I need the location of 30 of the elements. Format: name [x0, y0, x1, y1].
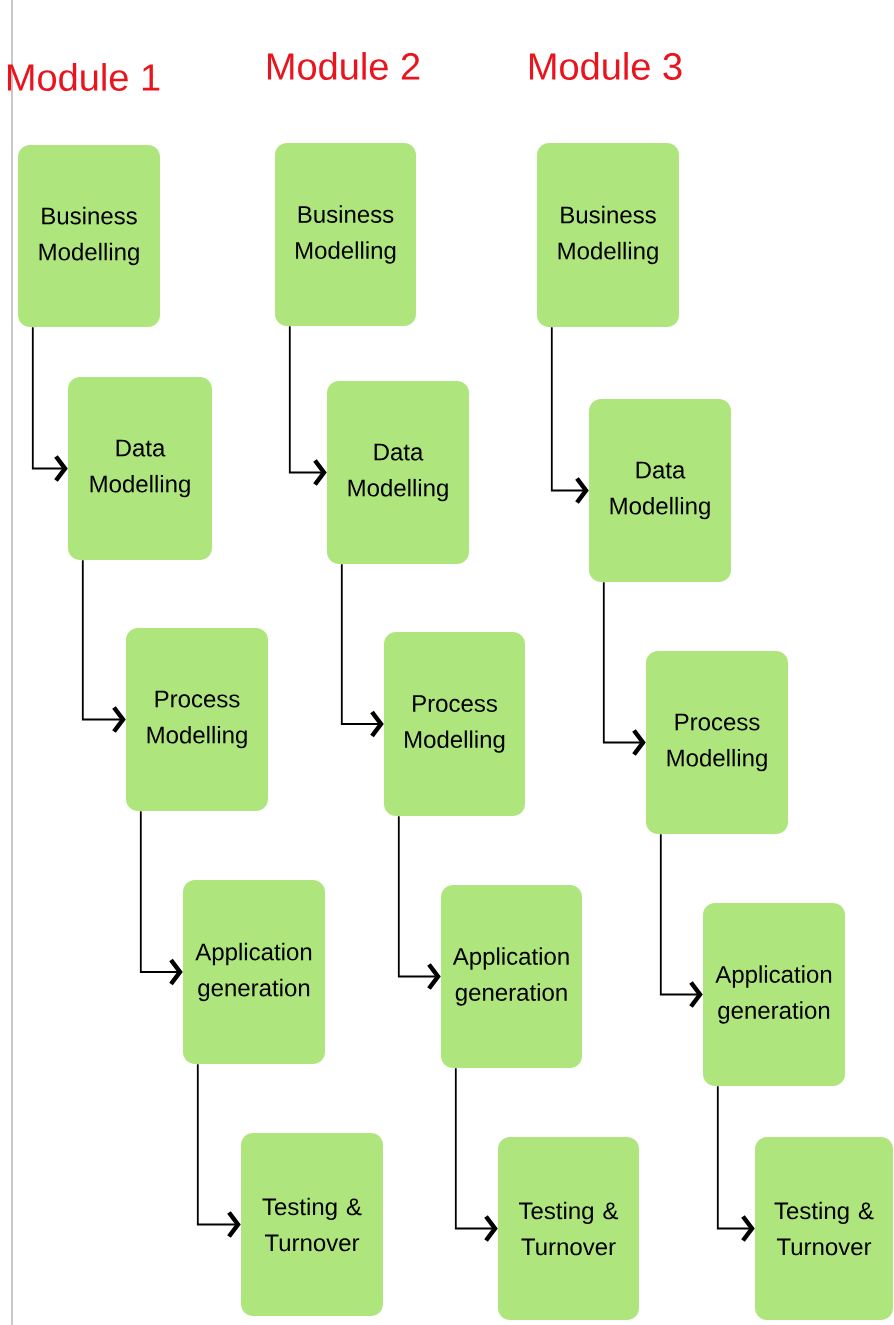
process-box: Data Modelling: [589, 399, 731, 582]
process-box: Testing & Turnover: [241, 1133, 383, 1316]
arrow: [31, 326, 68, 482]
module-title: Module 2: [267, 52, 420, 80]
arrow: [139, 810, 183, 986]
arrow: [288, 325, 327, 486]
arrow: [81, 559, 126, 733]
arrow: [550, 326, 589, 504]
module-title: Module 1: [7, 63, 160, 91]
arrow: [397, 815, 441, 990]
process-box: Process Modelling: [384, 632, 525, 816]
process-box: Process Modelling: [646, 651, 788, 834]
process-box: Application generation: [703, 903, 845, 1086]
process-box: Business Modelling: [18, 145, 160, 327]
process-box: Process Modelling: [126, 628, 268, 811]
arrow: [340, 563, 384, 738]
process-box: Business Modelling: [537, 143, 679, 327]
process-box: Application generation: [441, 885, 582, 1068]
arrow: [196, 1063, 241, 1238]
process-box: Business Modelling: [275, 143, 416, 326]
process-box: Testing & Turnover: [498, 1137, 639, 1320]
process-box: Testing & Turnover: [755, 1137, 893, 1320]
process-box: Data Modelling: [327, 381, 469, 564]
arrow: [659, 833, 703, 1008]
process-box: Data Modelling: [68, 377, 212, 560]
arrow: [602, 581, 646, 756]
process-box: Application generation: [183, 880, 325, 1064]
arrow: [716, 1085, 755, 1242]
arrow: [454, 1067, 498, 1242]
module-title: Module 3: [529, 52, 682, 80]
